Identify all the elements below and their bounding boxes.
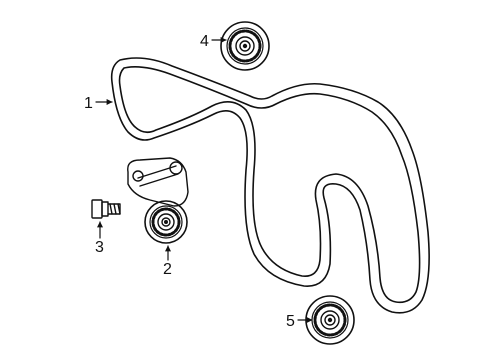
idler-pulley-upper <box>220 21 270 71</box>
serpentine-belt <box>110 57 430 314</box>
callout-3: 3 <box>95 239 104 256</box>
callout-5: 5 <box>286 313 295 330</box>
idler-pulley-lower <box>305 295 355 345</box>
callout-4: 4 <box>200 33 209 50</box>
callout-leaders <box>95 37 313 323</box>
tensioner-bolt <box>91 199 121 219</box>
callout-1: 1 <box>84 95 93 112</box>
belt-tensioner <box>127 157 189 244</box>
callout-2: 2 <box>163 261 172 278</box>
